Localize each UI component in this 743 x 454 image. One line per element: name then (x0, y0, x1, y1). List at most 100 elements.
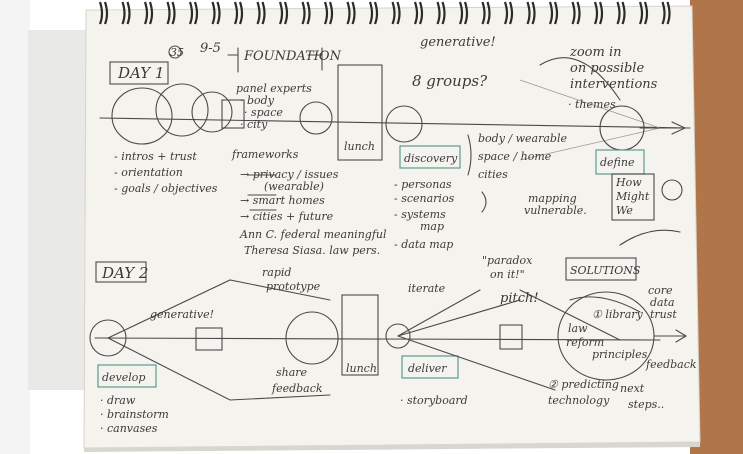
spiral-coil (368, 1, 379, 25)
spiral-coil (458, 1, 469, 25)
library-note: ① library (592, 308, 644, 321)
day2-sketch (89, 257, 688, 401)
branch-body: body / wearable (478, 132, 567, 145)
hmw-we: We (616, 204, 633, 217)
spiral-coil (346, 1, 356, 25)
day1-lunch: lunch (344, 140, 375, 153)
hmw-might: Might (615, 190, 650, 203)
spiral-coil (526, 1, 536, 25)
panel-experts: panel experts (236, 82, 312, 95)
data-label: data (650, 296, 675, 309)
page-number: 35 (170, 46, 184, 59)
spiral-coil (211, 1, 221, 25)
map-item: map (420, 220, 444, 233)
spiral-coil (391, 1, 401, 25)
define-label: define (600, 156, 635, 169)
spiral-coil (661, 1, 671, 25)
cities-item: → cities + future (240, 210, 334, 223)
wearable-item: (wearable) (264, 180, 324, 193)
steps-label: steps.. (628, 398, 664, 411)
foundation-heading: FOUNDATION (243, 49, 342, 64)
panel-body: · body (240, 94, 275, 107)
spiral-coil (323, 1, 334, 25)
paradox-line2: on it!" (490, 268, 525, 281)
handwriting: 35 9-5 FOUNDATION DAY 1 panel experts · … (100, 35, 697, 435)
systems-item: - systems (394, 208, 446, 221)
spiral-coil (166, 1, 176, 25)
spiral-coil (638, 1, 649, 25)
trust-label: trust (650, 308, 677, 321)
spiral-coil (503, 1, 514, 25)
pitch-label: pitch! (500, 291, 539, 306)
data-map-item: - data map (394, 238, 453, 251)
principles-note: principles (592, 348, 648, 361)
predicting-label: ② predicting (548, 378, 619, 391)
generative-top: generative! (420, 35, 496, 50)
discovery-label: discovery (404, 152, 458, 165)
technology-label: technology (548, 394, 610, 407)
spiral-coil (616, 1, 626, 25)
feedback-label-right: feedback (645, 358, 697, 371)
vulnerable-label: vulnerable. (524, 204, 587, 217)
spiral-coil (143, 1, 154, 25)
privacy-item: → privacy / issues (240, 168, 339, 181)
hmw-how: How (615, 176, 642, 189)
reform-note: reform (566, 336, 604, 349)
spiral-coil (121, 1, 131, 25)
spiral-coil (278, 1, 289, 25)
spiral-coil (481, 1, 491, 25)
spiral-coil (548, 1, 559, 25)
day2-lunch: lunch (346, 362, 377, 375)
solutions-label: SOLUTIONS (570, 264, 641, 277)
prototype-label: prototype (266, 280, 321, 293)
law-note: law (568, 322, 588, 335)
scenarios-item: - scenarios (394, 192, 455, 205)
generative-day2: generative! (150, 308, 214, 321)
day1-sketch (99, 45, 691, 246)
zoom-line2: on possible (570, 61, 644, 76)
iterate-label: iterate (408, 282, 446, 295)
panel-city: · city (240, 118, 268, 131)
groups-label: 8 groups? (412, 72, 488, 90)
share-label: share (276, 366, 308, 379)
intros-item: - intros + trust (114, 150, 197, 163)
spiral-coil (188, 1, 199, 25)
spiral-coil (256, 1, 266, 25)
branch-space: space / home (478, 150, 552, 163)
spiral-coil (301, 1, 311, 25)
canvases-item: · canvases (100, 422, 158, 435)
day2-label: DAY 2 (101, 264, 148, 282)
draw-item: · draw (100, 394, 136, 407)
spiral-coil (413, 1, 424, 25)
footnote-1: Ann C. federal meaningful (239, 228, 387, 241)
feedback-label-day2: feedback (271, 382, 323, 395)
spiral-coil (233, 1, 244, 25)
deliver-label: deliver (408, 362, 447, 375)
panel-space: · space (244, 106, 283, 119)
paradox-line1: "paradox (482, 254, 533, 267)
next-label: next (620, 382, 645, 395)
spiral-coil (593, 1, 604, 25)
date-label: 9-5 (200, 41, 221, 56)
themes-label: · themes (568, 98, 616, 111)
storyboard-label: · storyboard (400, 394, 468, 407)
orientation-item: - orientation (114, 166, 183, 179)
brainstorm-item: · brainstorm (100, 408, 169, 421)
rapid-label: rapid (262, 266, 291, 279)
white-surface (0, 0, 30, 454)
develop-label: develop (102, 371, 145, 384)
smart-homes-item: → smart homes (240, 194, 325, 207)
goals-item: - goals / objectives (114, 182, 218, 195)
branch-cities: cities (478, 168, 508, 181)
spiral-binding (98, 1, 671, 25)
day1-label: DAY 1 (117, 64, 164, 82)
mapping-label: mapping (528, 192, 577, 205)
frameworks-label: frameworks (231, 148, 299, 161)
spiral-coil (98, 1, 109, 25)
zoom-line1: zoom in (569, 45, 622, 60)
footnote-2: Theresa Siasa. law pers. (244, 244, 380, 257)
spiral-coil (571, 1, 581, 25)
core-label: core (648, 284, 673, 297)
